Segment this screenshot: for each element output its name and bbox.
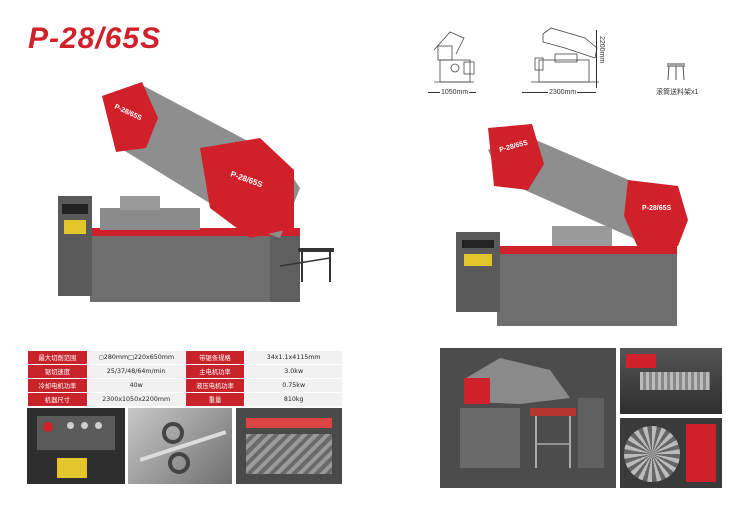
detail-photo-control-panel: [27, 408, 125, 484]
spec-value: 810kg: [244, 392, 343, 407]
page-title: P-28/65S: [28, 22, 162, 55]
roller-stand-icon: [667, 63, 685, 81]
spec-value: 25/37/48/64m/min: [86, 364, 186, 379]
band-saw-machine-illustration-right: P-28/65S P-28/65S: [456, 124, 688, 326]
spec-key: 液压电机功率: [184, 378, 246, 393]
accessory-label: 滚筒送料架x1: [656, 89, 699, 96]
length-dimension-label: 2300mm: [548, 89, 578, 96]
detail-photo-wheel: [620, 418, 722, 488]
front-view-outline-icon: [531, 27, 599, 83]
spec-key: 机器尺寸: [27, 392, 88, 407]
height-dimension-label: 2200mm: [598, 36, 605, 64]
detail-photo-machine-dark: [440, 348, 616, 488]
table-row: 冷却电机功率 40w 液压电机功率 0.75kw: [27, 378, 343, 393]
machine-with-table-illustration: [460, 358, 604, 468]
table-row: 机器尺寸 2300x1050x2200mm 重量 810kg: [27, 392, 343, 407]
spec-key: 带锯条规格: [184, 350, 246, 365]
machine-photo-left: P-28/65S P-28/65S: [50, 78, 340, 318]
spec-value: 3.0kw: [244, 364, 343, 379]
spec-value: 2300x1050x2200mm: [86, 392, 186, 407]
roller-stand-diagram: [664, 58, 688, 82]
detail-photo-blade-guide: [128, 408, 232, 484]
spec-key: 最大切削范围: [27, 350, 88, 365]
machine-photo-right: P-28/65S P-28/65S: [452, 120, 692, 330]
spec-key: 重量: [184, 392, 246, 407]
table-row: 锯切速度 25/37/48/64m/min 主电机功率 3.0kw: [27, 364, 343, 379]
table-row: 最大切削范围 ○280mm□220x650mm 带锯条规格 34x1.1x411…: [27, 350, 343, 365]
spec-value: 0.75kw: [244, 378, 343, 393]
width-dimension-label: 1050mm: [440, 89, 470, 96]
spec-key: 冷却电机功率: [27, 378, 88, 393]
side-view-outline-icon: [433, 31, 475, 83]
machine-label-right-2: P-28/65S: [642, 205, 672, 212]
band-saw-machine-illustration: P-28/65S P-28/65S: [58, 82, 334, 302]
side-view-diagram: [420, 22, 484, 92]
front-view-diagram: [525, 22, 605, 88]
spec-value: 34x1.1x4115mm: [244, 350, 343, 365]
spec-value: ○280mm□220x650mm: [86, 350, 186, 365]
spec-value: 40w: [86, 378, 186, 393]
detail-photo-chip-conveyor: [236, 408, 342, 484]
spec-key: 锯切速度: [27, 364, 88, 379]
spec-key: 主电机功率: [184, 364, 246, 379]
spec-table: 最大切削范围 ○280mm□220x650mm 带锯条规格 34x1.1x411…: [27, 350, 343, 407]
detail-photo-vise: [620, 348, 722, 414]
